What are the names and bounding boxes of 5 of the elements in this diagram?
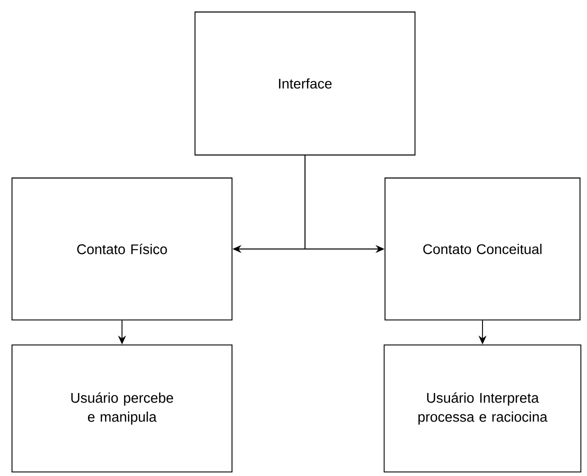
process-box: Usuário Interpreta processa e raciocina xyxy=(384,344,582,472)
process-box: Contato Conceitual xyxy=(384,178,580,320)
process-box: Usuário percebe e manipula xyxy=(12,344,232,472)
process-box: Contato Físico xyxy=(12,178,232,320)
process-box: Interface xyxy=(194,12,416,156)
